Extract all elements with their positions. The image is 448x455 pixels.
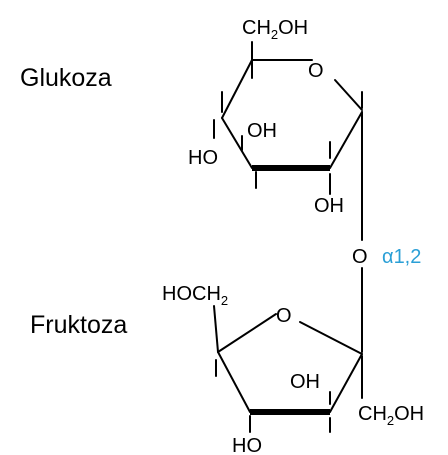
fructose-c5-c4-bond bbox=[217, 351, 251, 413]
alpha-1-2-linkage-label: α1,2 bbox=[382, 246, 421, 268]
fructose-c3-ho-label: HO bbox=[232, 435, 262, 455]
glucose-label: Glukoza bbox=[20, 64, 112, 92]
glucose-c3-oh-label: OH bbox=[247, 120, 277, 142]
glucose-c2-c1-bond bbox=[329, 111, 363, 169]
fructose-o-c2-bond bbox=[299, 321, 363, 355]
fructose-c6-bond bbox=[213, 305, 219, 353]
glucose-c4-ho-label: HO bbox=[188, 147, 218, 169]
glucose-ch2oh-label: CH2OH bbox=[242, 17, 308, 42]
fructose-ring-oxygen: O bbox=[276, 305, 292, 327]
glycosidic-bond: O α1,2 bbox=[352, 111, 421, 353]
fructose-c3-c2-bond bbox=[329, 353, 363, 413]
fructose-c4-oh-label: OH bbox=[290, 371, 320, 393]
fructose-hoch2-label: HOCH2 bbox=[162, 283, 228, 308]
glucose-ring-oxygen: O bbox=[308, 60, 324, 82]
fructose-ring: HOCH2 O OH HO CH2OH bbox=[162, 283, 424, 455]
glucose-c5-c4-bond bbox=[221, 59, 253, 119]
fructose-label: Fruktoza bbox=[30, 311, 127, 339]
bridge-oxygen: O bbox=[352, 246, 368, 268]
glucose-c2-oh-label: OH bbox=[314, 195, 344, 217]
glucose-o-c1-bond bbox=[334, 79, 363, 111]
glucose-c4-c3-bond bbox=[221, 117, 253, 169]
fructose-c5-o-bond bbox=[217, 313, 277, 353]
fructose-ch2oh-label: CH2OH bbox=[358, 403, 424, 428]
glucose-ring: CH2OH O OH HO OH bbox=[188, 17, 363, 217]
